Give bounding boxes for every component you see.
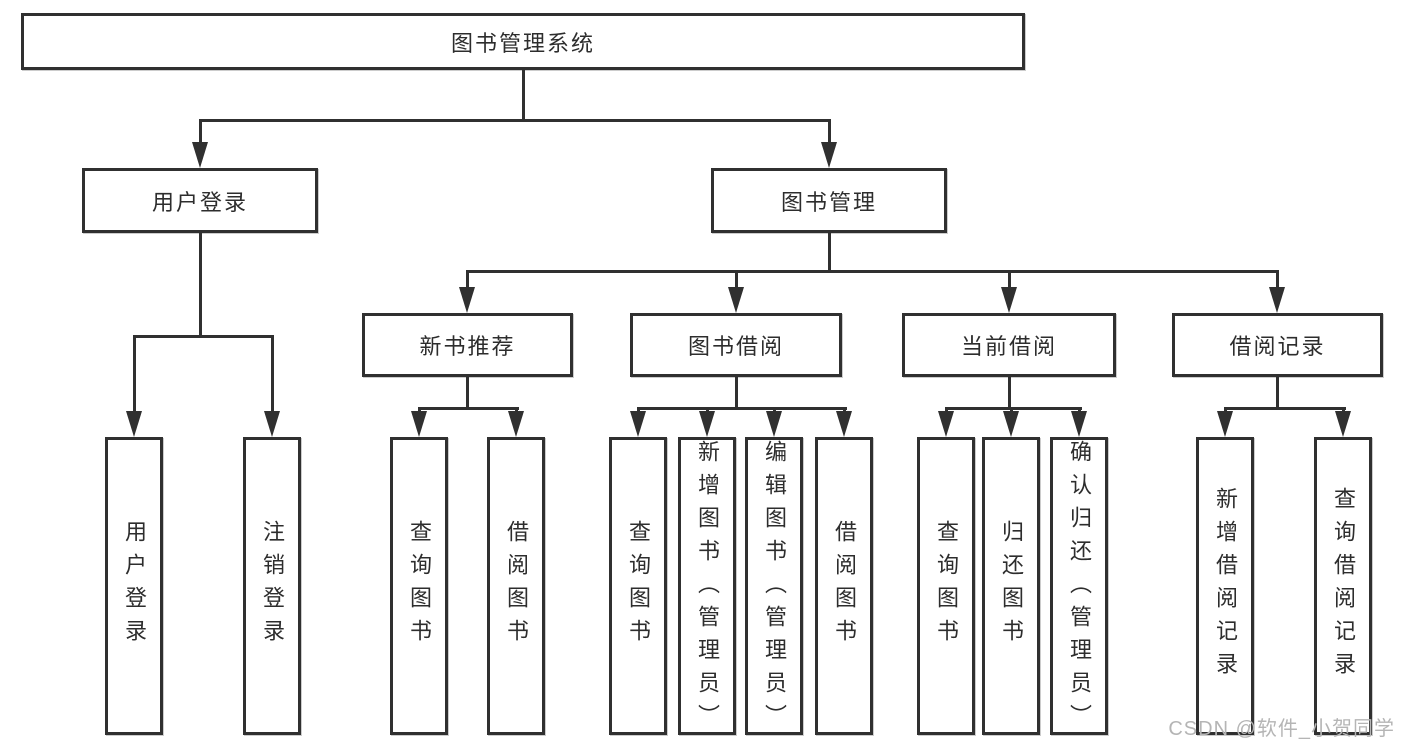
- node-book-management: 图书管理: [711, 168, 947, 233]
- connector-line: [199, 119, 202, 146]
- connector-arrowhead: [821, 142, 837, 168]
- connector-arrowhead: [728, 287, 744, 313]
- node-user-login: 用户登录: [82, 168, 318, 233]
- node-label: 编辑图书（管理员）: [762, 440, 787, 737]
- node-label: 用户登录: [122, 520, 147, 652]
- connector-line: [133, 335, 136, 415]
- node-library-management-system: 图书管理系统: [21, 13, 1025, 70]
- connector-line: [1008, 270, 1011, 291]
- leaf-cb-query-books: 查询图书: [917, 437, 975, 735]
- node-label: 新增借阅记录: [1213, 487, 1238, 685]
- connector-line: [466, 377, 469, 410]
- connector-arrowhead: [1269, 287, 1285, 313]
- node-label: 借阅图书: [504, 520, 529, 652]
- connector-line: [945, 407, 1082, 410]
- node-label: 图书管理系统: [450, 30, 595, 56]
- node-label: 查询图书: [626, 520, 651, 652]
- connector-line: [1008, 377, 1011, 410]
- connector-line: [735, 270, 738, 291]
- connector-line: [522, 69, 525, 122]
- node-label: 图书管理: [780, 189, 877, 215]
- connector-arrowhead: [264, 411, 280, 437]
- connector-line: [1276, 270, 1279, 291]
- connector-arrowhead: [1071, 411, 1087, 437]
- node-label: 借阅记录: [1229, 334, 1326, 359]
- node-label: 查询图书: [407, 520, 432, 652]
- connector-arrowhead: [1001, 287, 1017, 313]
- leaf-cb-return-books: 归还图书: [982, 437, 1040, 735]
- connector-arrowhead: [508, 411, 524, 437]
- connector-line: [466, 270, 1279, 273]
- connector-arrowhead: [126, 411, 142, 437]
- connector-line: [735, 377, 738, 410]
- connector-line: [199, 119, 830, 122]
- node-label: 当前借阅: [960, 334, 1057, 359]
- connector-line: [1224, 407, 1346, 410]
- leaf-user-login: 用户登录: [105, 437, 163, 735]
- connector-arrowhead: [1003, 411, 1019, 437]
- connector-line: [1276, 377, 1279, 410]
- leaf-logout: 注销登录: [243, 437, 301, 735]
- connector-arrowhead: [630, 411, 646, 437]
- leaf-br-query-record: 查询借阅记录: [1314, 437, 1372, 735]
- connector-line: [828, 233, 831, 273]
- leaf-bb-query-books: 查询图书: [609, 437, 667, 735]
- connector-line: [637, 407, 847, 410]
- node-label: 确认归还（管理员）: [1067, 440, 1092, 737]
- leaf-cb-confirm-return-admin: 确认归还（管理员）: [1050, 437, 1108, 737]
- connector-line: [466, 270, 469, 291]
- connector-line: [199, 233, 202, 338]
- connector-arrowhead: [411, 411, 427, 437]
- connector-arrowhead: [459, 287, 475, 313]
- connector-arrowhead: [1217, 411, 1233, 437]
- node-current-borrowing: 当前借阅: [902, 313, 1116, 377]
- connector-arrowhead: [836, 411, 852, 437]
- leaf-bb-borrow-books: 借阅图书: [815, 437, 873, 735]
- node-label: 注销登录: [260, 520, 285, 652]
- node-label: 新书推荐: [419, 334, 516, 359]
- node-label: 查询图书: [934, 520, 959, 652]
- leaf-bb-add-books-admin: 新增图书（管理员）: [678, 437, 736, 737]
- connector-arrowhead: [938, 411, 954, 437]
- csdn-watermark: CSDN @软件_小贺同学: [1168, 718, 1395, 740]
- leaf-br-add-record: 新增借阅记录: [1196, 437, 1254, 735]
- node-label: 借阅图书: [832, 520, 857, 652]
- node-borrowing-records: 借阅记录: [1172, 313, 1383, 377]
- connector-line: [418, 407, 519, 410]
- connector-line: [133, 335, 274, 338]
- node-book-borrowing: 图书借阅: [630, 313, 842, 377]
- connector-line: [828, 119, 831, 146]
- node-label: 新增图书（管理员）: [695, 440, 720, 737]
- node-new-book-recommend: 新书推荐: [362, 313, 573, 377]
- node-label: 用户登录: [151, 189, 248, 215]
- leaf-bb-edit-books-admin: 编辑图书（管理员）: [745, 437, 803, 737]
- connector-arrowhead: [766, 411, 782, 437]
- node-label: 归还图书: [999, 520, 1024, 652]
- connector-arrowhead: [699, 411, 715, 437]
- leaf-nbr-query-books: 查询图书: [390, 437, 448, 735]
- node-label: 查询借阅记录: [1331, 487, 1356, 685]
- connector-line: [271, 335, 274, 415]
- node-label: 图书借阅: [687, 334, 784, 359]
- leaf-nbr-borrow-books: 借阅图书: [487, 437, 545, 735]
- connector-arrowhead: [1335, 411, 1351, 437]
- connector-arrowhead: [192, 142, 208, 168]
